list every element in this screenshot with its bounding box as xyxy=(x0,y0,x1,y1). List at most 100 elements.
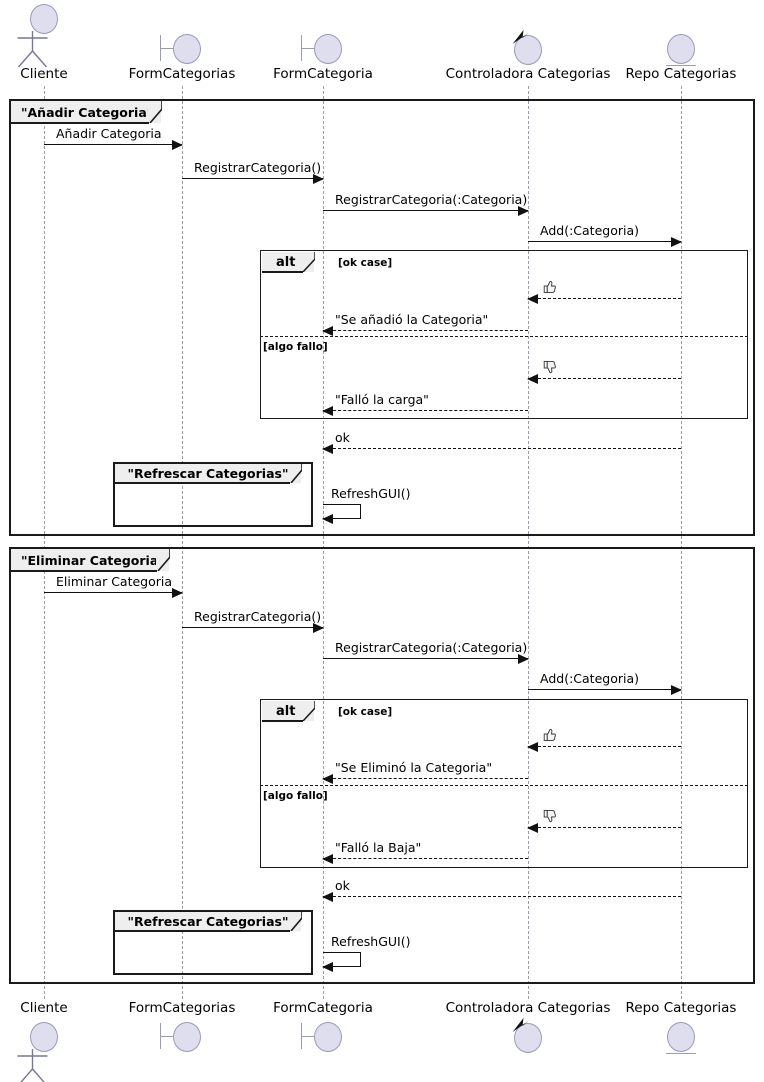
message-arrowhead-m12 xyxy=(518,653,529,664)
boundary-circle-icon xyxy=(314,1022,342,1052)
boundary-arm-icon xyxy=(160,1036,173,1038)
message-line-m13 xyxy=(528,689,681,690)
message-line-m10 xyxy=(44,592,182,593)
self-message-loop xyxy=(323,504,361,519)
actor-head-icon xyxy=(30,1022,58,1052)
message-label-m13: Add(:Categoria) xyxy=(540,671,639,686)
message-line-m3 xyxy=(323,210,528,211)
fragment-notch xyxy=(288,912,303,932)
message-line-m14 xyxy=(528,746,681,747)
fragment-notch xyxy=(156,549,171,572)
message-arrowhead-m1 xyxy=(172,139,183,150)
message-arrowhead-m14 xyxy=(527,741,538,752)
lifeline-cliente xyxy=(44,86,45,999)
message-line-m7 xyxy=(528,378,681,379)
message-line-m2 xyxy=(182,178,323,179)
participant-label: Cliente xyxy=(20,66,68,82)
message-label-m8: "Falló la carga" xyxy=(335,392,429,407)
alt-tab-underline xyxy=(262,720,303,722)
message-line-m5 xyxy=(528,298,681,299)
entity-underline-icon xyxy=(666,1053,696,1055)
message-label-m18: ok xyxy=(335,878,350,893)
message-label-m10: Eliminar Categoria xyxy=(56,574,173,589)
message-label-m4: Add(:Categoria) xyxy=(540,223,639,238)
lifeline-formcategorias xyxy=(182,86,183,999)
footer-participant-label: FormCategorias xyxy=(128,1000,236,1016)
self-message-loop xyxy=(323,952,361,967)
message-arrowhead-m2 xyxy=(313,173,324,184)
message-label-m15: "Se Eliminó la Categoria" xyxy=(335,760,493,775)
boundary-arm-icon xyxy=(160,48,173,50)
entity-underline-icon xyxy=(666,65,696,67)
ref-fragment-refrescar-eliminar xyxy=(113,910,313,975)
message-arrowhead-m3 xyxy=(518,205,529,216)
message-label-m12: RegistrarCategoria(:Categoria) xyxy=(335,640,528,655)
boundary-arm-icon xyxy=(301,1036,314,1038)
ref-fragment-refrescar-anadir xyxy=(113,462,313,527)
fragment-label-anadir: "Añadir Categoria" xyxy=(11,101,163,124)
message-line-m8 xyxy=(323,410,528,411)
message-line-m15 xyxy=(323,778,528,779)
fragment-notch xyxy=(301,252,316,273)
message-line-m17 xyxy=(323,858,528,859)
message-label-m1: Añadir Categoria xyxy=(56,126,162,141)
footer-participant-label: Cliente xyxy=(20,1000,68,1016)
thumbs-up-icon xyxy=(542,727,558,743)
self-message-arrowhead xyxy=(322,962,333,972)
message-line-m11 xyxy=(182,627,323,628)
boundary-arm-icon xyxy=(301,48,314,50)
message-line-m4 xyxy=(528,241,681,242)
message-label-m2: RegistrarCategoria() xyxy=(194,160,322,175)
message-arrowhead-m9 xyxy=(322,443,333,454)
alt-label-alt-anadir: alt xyxy=(262,252,316,273)
footer-participant-label: FormCategoria xyxy=(273,1000,373,1016)
message-arrowhead-m6 xyxy=(322,325,333,336)
alt-guard: [ok case] xyxy=(338,257,393,269)
fragment-tab-underline xyxy=(11,570,157,572)
fragment-label-eliminar: "Eliminar Categoria" xyxy=(11,549,171,572)
self-message-arrowhead xyxy=(322,514,333,524)
participant-label: Controladora Categorias xyxy=(445,66,611,82)
self-message-label: RefreshGUI() xyxy=(331,934,411,949)
message-label-m6: "Se añadió la Categoria" xyxy=(335,312,489,327)
entity-circle-icon xyxy=(667,1022,695,1052)
actor-body-icon xyxy=(17,31,56,67)
message-line-m9 xyxy=(323,448,681,449)
alt-guard: [algo fallo] xyxy=(263,341,328,353)
boundary-circle-icon xyxy=(314,34,342,64)
message-arrowhead-m7 xyxy=(527,373,538,384)
message-label-m11: RegistrarCategoria() xyxy=(194,609,322,624)
control-arrow-icon xyxy=(512,1017,532,1041)
footer-participant-label: Repo Categorias xyxy=(625,1000,737,1016)
message-arrowhead-m13 xyxy=(671,684,682,695)
fragment-eliminar xyxy=(9,547,755,984)
message-line-m1 xyxy=(44,144,182,145)
fragment-anadir xyxy=(9,99,755,536)
entity-circle-icon xyxy=(667,34,695,64)
message-arrowhead-m18 xyxy=(322,891,333,902)
participant-label: FormCategorias xyxy=(128,66,236,82)
lifeline-controladora-categorias xyxy=(528,86,529,999)
lifeline-repo-categorias xyxy=(681,86,682,999)
boundary-circle-icon xyxy=(173,1022,201,1052)
message-arrowhead-m5 xyxy=(527,293,538,304)
thumbs-up-icon xyxy=(542,279,558,295)
message-arrowhead-m16 xyxy=(527,822,538,833)
alt-section-divider xyxy=(260,785,748,786)
fragment-notch xyxy=(288,464,303,484)
message-arrowhead-m17 xyxy=(322,853,333,864)
message-arrowhead-m4 xyxy=(671,236,682,247)
control-circle-icon xyxy=(514,35,542,65)
ref-tab-underline xyxy=(115,482,290,484)
fragment-notch xyxy=(301,701,316,722)
message-arrowhead-m11 xyxy=(313,622,324,633)
thumbs-down-icon xyxy=(542,359,558,375)
control-arrow-icon xyxy=(512,29,532,53)
ref-label-refrescar-anadir: "Refrescar Categorias" xyxy=(115,464,303,484)
actor-head-icon xyxy=(30,4,58,34)
self-message-label: RefreshGUI() xyxy=(331,486,411,501)
message-label-m9: ok xyxy=(335,430,350,445)
fragment-notch xyxy=(148,101,163,124)
alt-fragment-alt-eliminar xyxy=(260,699,748,868)
